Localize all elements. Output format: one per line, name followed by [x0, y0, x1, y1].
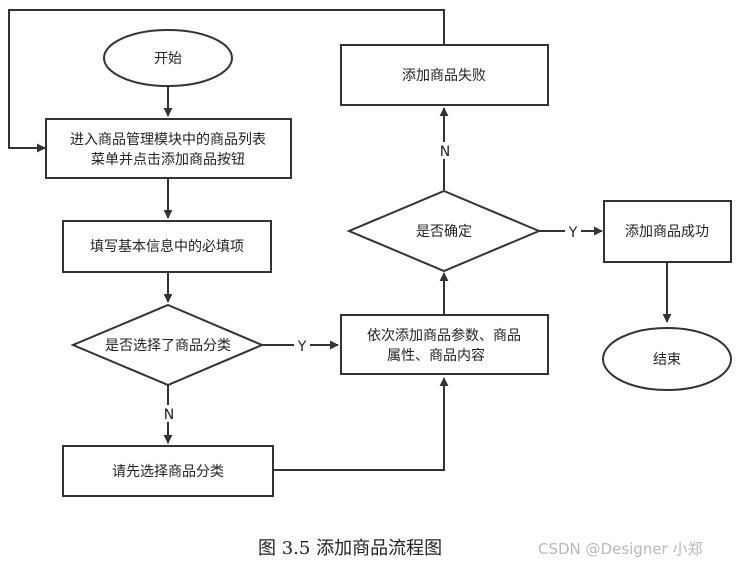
arrow-select-first-to-add-params [273, 377, 449, 471]
arrow-failed-loop-back [8, 9, 445, 153]
label-confirm-no: N [440, 144, 450, 160]
watermark: CSDN @Designer 小郑 [538, 540, 703, 558]
add-params-label-line1: 依次添加商品参数、商品 [367, 327, 521, 344]
fill-required-node [62, 220, 272, 273]
fill-required-label: 填写基本信息中的必填项 [90, 238, 244, 255]
category-decision-label: 是否选择了商品分类 [105, 338, 231, 354]
add-success-label: 添加商品成功 [625, 224, 709, 240]
figure-caption: 图 3.5 添加商品流程图 [258, 538, 443, 559]
label-category-no: N [164, 407, 174, 423]
confirm-decision-node [346, 189, 542, 273]
label-category-yes: Y [297, 339, 307, 355]
category-decision-node [70, 303, 265, 387]
select-category-first-node [62, 445, 274, 497]
enter-module-label-line2: 菜单并点击添加商品按钮 [91, 152, 245, 168]
add-failed-label: 添加商品失败 [402, 68, 486, 84]
start-label: 开始 [154, 51, 182, 67]
add-params-label-line2: 属性、商品内容 [387, 347, 485, 364]
confirm-decision-label: 是否确定 [416, 224, 472, 240]
select-category-first-label: 请先选择商品分类 [112, 464, 224, 480]
end-label: 结束 [653, 352, 681, 368]
label-confirm-yes: Y [568, 225, 578, 241]
add-failed-node [340, 44, 549, 106]
enter-module-label-line1: 进入商品管理模块中的商品列表 [70, 132, 266, 148]
enter-module-node [45, 118, 292, 179]
add-success-node [603, 200, 732, 263]
end-node [602, 327, 732, 391]
start-node [103, 29, 233, 87]
add-params-node [340, 314, 549, 375]
